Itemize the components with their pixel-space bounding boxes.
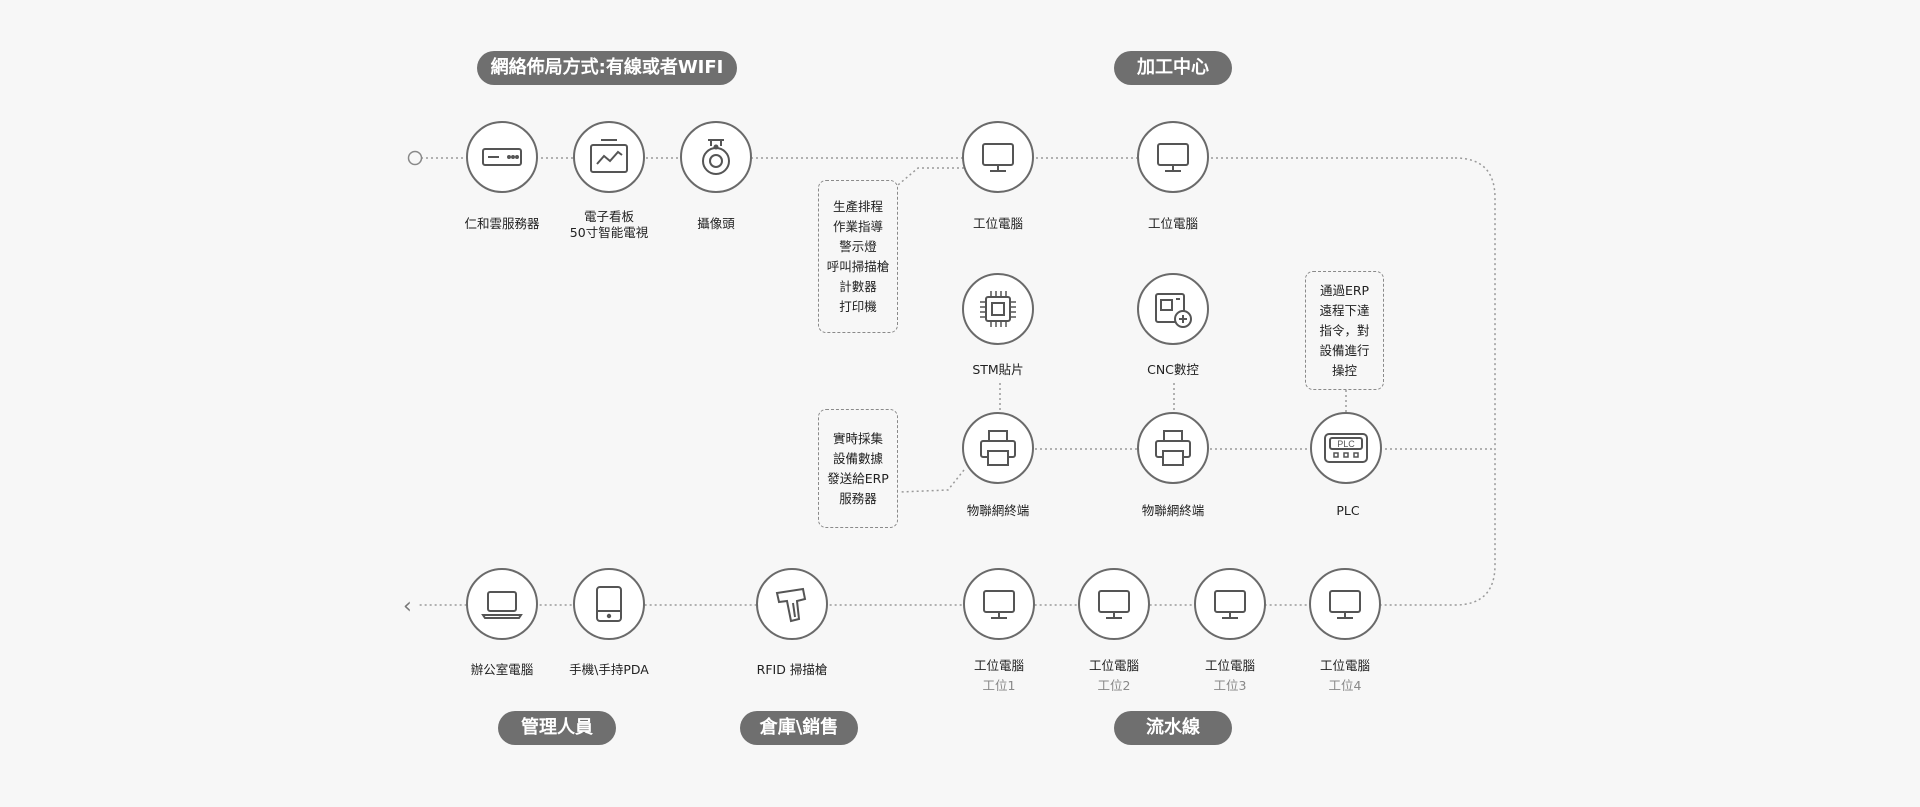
note-collect-line: 服務器 <box>839 490 877 506</box>
line-ws3-label: 工位電腦 <box>1204 658 1255 673</box>
note-erp-line: 指令，對 <box>1319 322 1370 338</box>
workstation-b-label: 工位電腦 <box>1147 216 1198 231</box>
note-functions-line: 呼叫掃描槍 <box>826 258 890 274</box>
line-ws2-label: 工位電腦 <box>1088 658 1139 673</box>
server-icon <box>482 148 522 166</box>
plc-icon: PLC <box>1324 433 1368 463</box>
note-functions-line: 計數器 <box>839 278 877 294</box>
monitor-icon <box>1098 590 1130 619</box>
note-erp-line: 設備進行 <box>1319 342 1370 358</box>
flow-end-arrow-icon: ‹ <box>403 594 412 619</box>
start-node-dot <box>407 150 423 166</box>
note-functions: 生產排程 作業指導 警示燈 呼叫掃描槍 計數器 打印機 <box>818 180 898 333</box>
monitor-icon <box>982 143 1014 172</box>
iot-terminal-2-label: 物聯網終端 <box>1141 503 1205 518</box>
note-collect-line: 設備數據 <box>832 450 883 466</box>
line-ws2-sub: 工位2 <box>1097 678 1131 693</box>
iot-terminal-2-node[interactable] <box>1137 412 1209 484</box>
note-collect-line: 實時採集 <box>832 430 883 446</box>
e-board-node[interactable] <box>573 121 645 193</box>
stm-node[interactable] <box>962 273 1034 345</box>
scanner-icon <box>775 587 807 623</box>
line-ws3-node[interactable] <box>1194 568 1266 640</box>
svg-text:PLC: PLC <box>1337 439 1355 449</box>
note-data-collect: 實時採集 設備數據 發送給ERP 服務器 <box>818 409 898 528</box>
camera-icon <box>702 139 730 175</box>
office-pc-label: 辦公室電腦 <box>470 662 534 677</box>
tv-board-icon <box>590 139 628 173</box>
camera-label: 攝像頭 <box>697 216 735 231</box>
cnc-node[interactable] <box>1137 273 1209 345</box>
iot-terminal-1-node[interactable] <box>962 412 1034 484</box>
line-ws1-label: 工位電腦 <box>973 658 1024 673</box>
workstation-a-node[interactable] <box>962 121 1034 193</box>
pill-warehouse-sales: 倉庫\銷售 <box>740 711 858 745</box>
office-pc-node[interactable] <box>466 568 538 640</box>
pill-network-layout: 網絡佈局方式:有線或者WIFI <box>477 51 737 85</box>
workstation-b-node[interactable] <box>1137 121 1209 193</box>
pill-machining-center: 加工中心 <box>1114 51 1232 85</box>
stm-label: STM貼片 <box>972 362 1024 377</box>
printer-icon <box>1155 430 1191 466</box>
note-collect-line: 發送給ERP <box>827 470 889 486</box>
line-ws4-sub: 工位4 <box>1328 678 1362 693</box>
note-erp-control: 通過ERP 遠程下達 指令，對 設備進行 操控 <box>1305 271 1384 390</box>
monitor-icon <box>1329 590 1361 619</box>
line-ws1-node[interactable] <box>963 568 1035 640</box>
tablet-icon <box>596 586 622 622</box>
plc-node[interactable]: PLC <box>1310 412 1382 484</box>
rfid-scanner-label: RFID 掃描槍 <box>756 662 828 677</box>
pill-assembly-line: 流水線 <box>1114 711 1232 745</box>
note-functions-line: 生產排程 <box>832 198 883 214</box>
line-ws3-sub: 工位3 <box>1213 678 1247 693</box>
rfid-scanner-node[interactable] <box>756 568 828 640</box>
pda-label: 手機\手持PDA <box>569 662 649 677</box>
e-board-label-line2: 50寸智能電視 <box>569 225 649 240</box>
printer-icon <box>980 430 1016 466</box>
cnc-icon <box>1155 293 1192 328</box>
camera-node[interactable] <box>680 121 752 193</box>
workstation-a-label: 工位電腦 <box>972 216 1023 231</box>
monitor-icon <box>1157 143 1189 172</box>
monitor-icon <box>1214 590 1246 619</box>
chip-icon <box>980 291 1016 327</box>
note-functions-line: 作業指導 <box>832 218 883 234</box>
monitor-icon <box>983 590 1015 619</box>
line-ws2-node[interactable] <box>1078 568 1150 640</box>
iot-terminal-1-label: 物聯網終端 <box>966 503 1030 518</box>
laptop-icon <box>481 591 523 619</box>
note-erp-line: 操控 <box>1331 362 1357 378</box>
cloud-server-label: 仁和雲服務器 <box>464 216 540 231</box>
line-ws4-label: 工位電腦 <box>1319 658 1370 673</box>
e-board-label-line1: 電子看板 <box>583 209 634 224</box>
note-functions-line: 打印機 <box>839 298 877 314</box>
pill-management: 管理人員 <box>498 711 616 745</box>
line-ws4-node[interactable] <box>1309 568 1381 640</box>
line-ws1-sub: 工位1 <box>982 678 1016 693</box>
pda-node[interactable] <box>573 568 645 640</box>
note-erp-line: 通過ERP <box>1319 282 1370 298</box>
note-erp-line: 遠程下達 <box>1319 302 1370 318</box>
cloud-server-node[interactable] <box>466 121 538 193</box>
cnc-label: CNC數控 <box>1147 362 1199 377</box>
plc-label: PLC <box>1336 503 1360 518</box>
note-functions-line: 警示燈 <box>839 238 877 254</box>
